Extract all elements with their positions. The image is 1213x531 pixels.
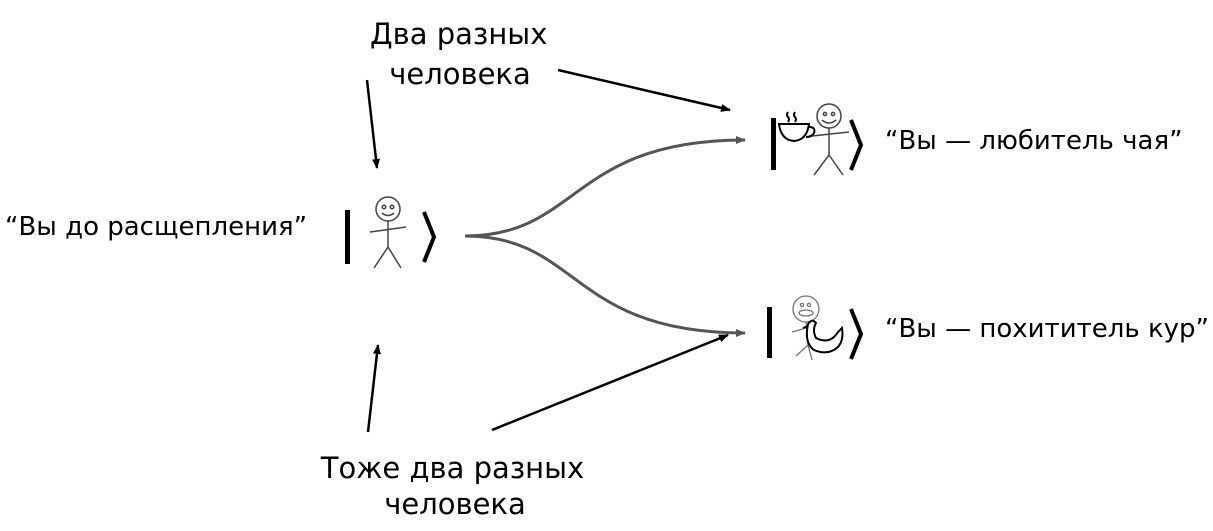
chicken-thief-label: “Вы — похититель кур”	[885, 314, 1210, 344]
arrow-top-to-tea	[557, 68, 731, 112]
ket-bar	[767, 307, 772, 358]
tea-lover-label: “Вы — любитель чая”	[885, 126, 1183, 156]
branch-curve-tea	[464, 136, 746, 238]
bottom-label-line1: Тоже два разных	[320, 451, 585, 485]
arrow-bottom-to-before	[366, 344, 381, 433]
ket-angle	[849, 308, 864, 360]
branch-curve-chicken	[464, 234, 746, 337]
ket-chicken-thief	[767, 295, 864, 361]
top-label-line1: Два разных	[370, 17, 548, 51]
ket-tea-lover	[771, 103, 864, 176]
stick-figure-icon	[369, 196, 407, 269]
ket-before-split	[345, 196, 437, 269]
ket-angle	[422, 211, 437, 263]
ket-angle	[849, 119, 864, 171]
tea-cup-icon	[777, 111, 816, 143]
arrow-top-to-before	[365, 79, 380, 169]
bottom-label-line2: человека	[384, 487, 526, 521]
ket-bar	[771, 118, 776, 170]
before-split-label: “Вы до расщепления”	[5, 212, 308, 242]
top-label-line2: человека	[389, 57, 531, 91]
ket-bar	[345, 210, 350, 264]
arrow-bottom-to-chicken	[491, 333, 729, 432]
chicken-icon	[802, 319, 844, 354]
stick-figure-icon	[811, 103, 850, 176]
